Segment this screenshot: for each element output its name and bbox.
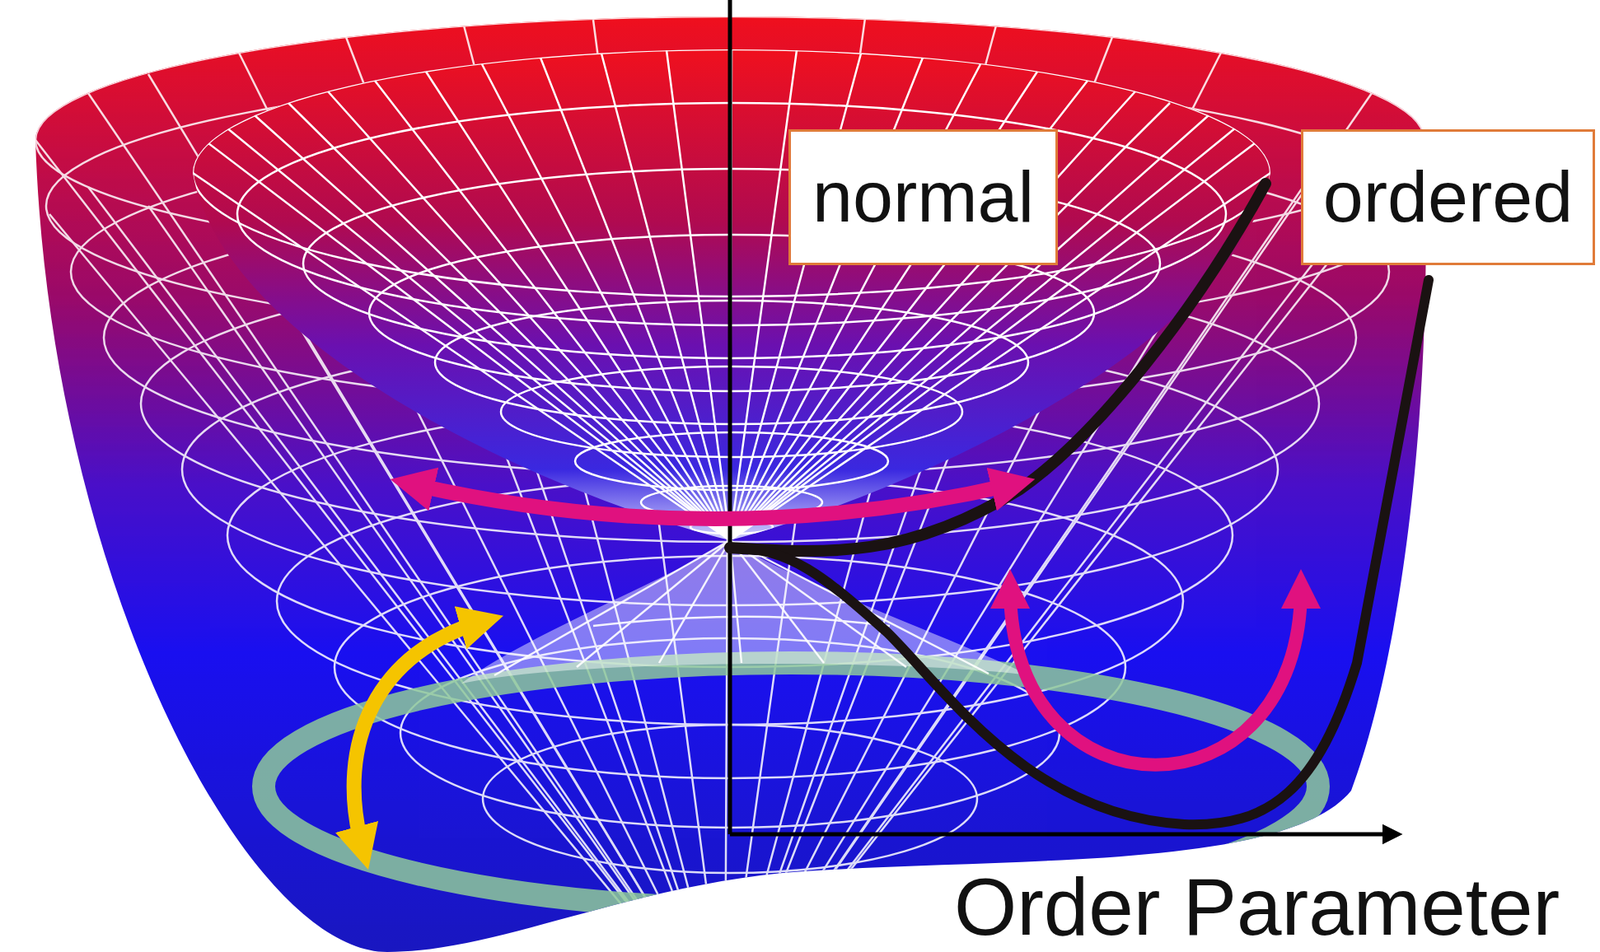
phase-mode-arrow — [354, 622, 482, 849]
amplitude-mode-arrow — [1010, 589, 1301, 766]
amplitude-mode-arrow — [411, 484, 1014, 520]
state-box: normal — [788, 129, 1058, 266]
state-label: normal — [812, 157, 1034, 238]
state-box: ordered — [1300, 129, 1596, 266]
axes — [729, 0, 1393, 835]
ordered-curve — [729, 280, 1429, 825]
hump-neck — [461, 540, 1030, 684]
state-label: ordered — [1323, 157, 1573, 238]
axis-label: Order Parameter — [954, 866, 1560, 948]
